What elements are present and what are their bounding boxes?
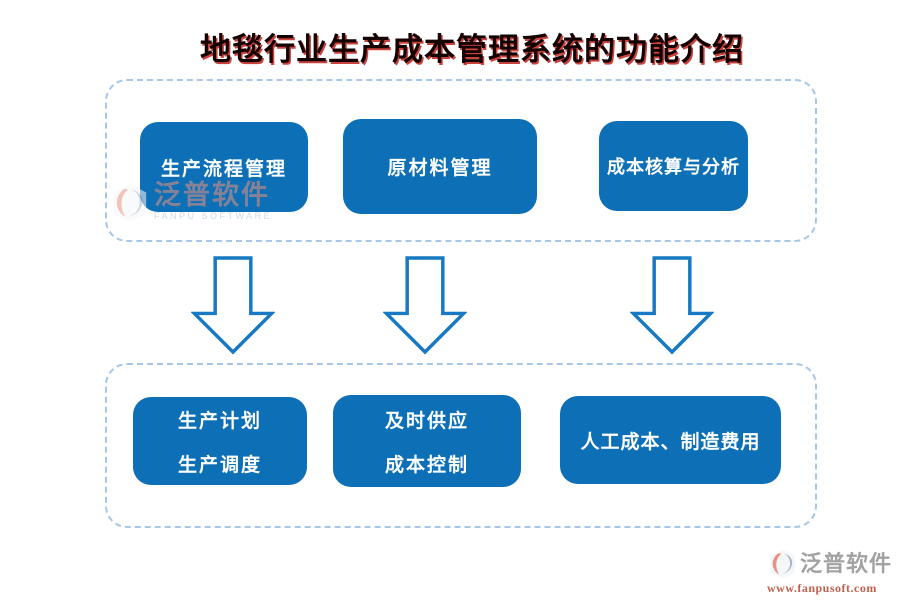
node-label: 成本核算与分析 [607, 157, 740, 177]
watermark-brand: 泛普软件 [800, 551, 893, 576]
fanpu-logo-icon [770, 549, 796, 579]
node-label-line: 成本控制 [384, 454, 469, 476]
watermark-url: www.fanpusoft.com [767, 581, 877, 595]
node-label-line: 生产调度 [177, 454, 262, 476]
node-production-process-management: 生产流程管理 [140, 122, 308, 212]
node-label-line: 及时供应 [384, 410, 469, 432]
node-label: 生产流程管理 [160, 158, 287, 180]
down-arrow-icon [191, 256, 275, 355]
node-label-line: 人工成本、制造费用 [580, 431, 761, 453]
node-raw-material-management: 原材料管理 [343, 119, 537, 214]
node-label: 原材料管理 [387, 158, 493, 179]
down-arrow-icon [383, 256, 467, 355]
node-cost-accounting-analysis: 成本核算与分析 [599, 121, 748, 211]
node-timely-supply-cost-control: 及时供应 成本控制 [333, 395, 521, 487]
top-group-container [105, 79, 817, 242]
bottom-group-container [105, 363, 817, 528]
node-label-line: 生产计划 [177, 410, 262, 432]
node-labor-cost-manufacturing-expense: 人工成本、制造费用 [560, 396, 781, 484]
watermark-bottom-right: 泛普软件 www.fanpusoft.com [767, 548, 892, 594]
page-title: 地毯行业生产成本管理系统的功能介绍 [200, 32, 744, 67]
down-arrow-icon [630, 256, 714, 355]
node-production-plan-scheduling: 生产计划 生产调度 [133, 397, 307, 485]
